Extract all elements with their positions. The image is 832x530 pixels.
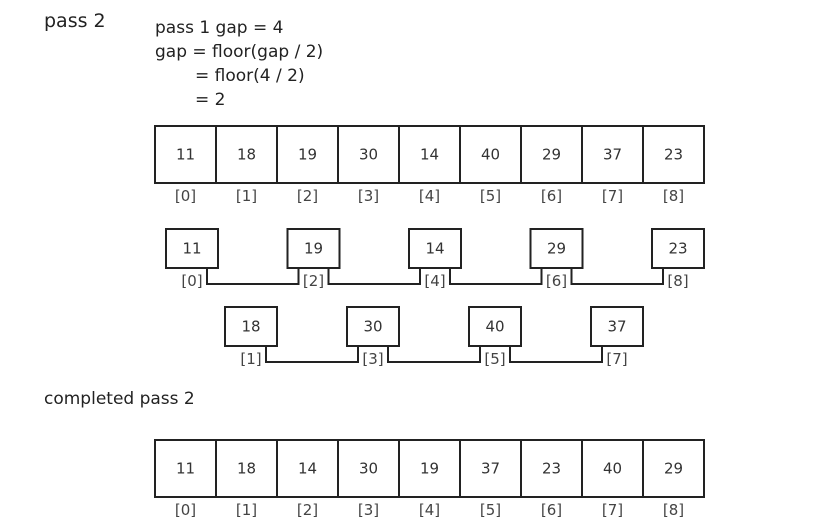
initial-array-index: [6] [541, 187, 562, 205]
initial-array-index: [8] [663, 187, 684, 205]
group-a-index: [0] [181, 272, 202, 290]
group-a-box [165, 228, 219, 269]
initial-array-cell [398, 125, 461, 184]
final-array-index: [8] [663, 501, 684, 519]
group-a-connector [570, 268, 664, 285]
calc-line-4: = 2 [195, 90, 226, 110]
final-array-index: [7] [602, 501, 623, 519]
group-a-connector [206, 268, 300, 285]
group-a-value: 19 [304, 240, 323, 258]
group-b-connector [509, 346, 603, 363]
group-a-box [529, 228, 584, 269]
group-a-value: 11 [182, 240, 201, 258]
initial-array-index: [1] [236, 187, 257, 205]
final-array-index: [1] [236, 501, 257, 519]
final-array-index: [5] [480, 501, 501, 519]
initial-array-cell [276, 125, 339, 184]
initial-array-value: 30 [359, 146, 378, 164]
group-b-index: [1] [240, 350, 261, 368]
final-array-cell [398, 439, 461, 498]
group-a-value: 23 [668, 240, 687, 258]
group-b-value: 40 [485, 318, 504, 336]
group-b-value: 30 [363, 318, 382, 336]
initial-array-index: [4] [419, 187, 440, 205]
group-b-box [346, 306, 400, 347]
initial-array-cell [337, 125, 400, 184]
group-b-box [590, 306, 644, 347]
group-b-index: [5] [484, 350, 505, 368]
group-a-box [408, 228, 462, 269]
final-array-cell [642, 439, 705, 498]
final-array-value: 30 [359, 460, 378, 478]
group-b-index: [7] [606, 350, 627, 368]
initial-array-cell [215, 125, 278, 184]
group-b-connector [265, 346, 359, 363]
initial-array-index: [2] [297, 187, 318, 205]
group-b-box [224, 306, 278, 347]
page-title: pass 2 [44, 10, 106, 32]
initial-array-cell [642, 125, 705, 184]
group-b-value: 18 [241, 318, 260, 336]
calc-line-3: = floor(4 / 2) [195, 66, 305, 86]
final-array-value: 23 [542, 460, 561, 478]
final-array-cell [337, 439, 400, 498]
final-array-index: [2] [297, 501, 318, 519]
initial-array-index: [7] [602, 187, 623, 205]
final-array-cell [154, 439, 217, 498]
initial-array-value: 19 [298, 146, 317, 164]
group-a-index: [4] [424, 272, 445, 290]
final-array-value: 19 [420, 460, 439, 478]
group-a-value: 29 [547, 240, 566, 258]
group-b-index: [3] [362, 350, 383, 368]
final-array-value: 29 [664, 460, 683, 478]
group-a-index: [2] [303, 272, 324, 290]
group-a-box [286, 228, 341, 269]
final-array-value: 37 [481, 460, 500, 478]
initial-array-value: 37 [603, 146, 622, 164]
final-array-index: [3] [358, 501, 379, 519]
initial-array-cell [520, 125, 583, 184]
group-b-value: 37 [607, 318, 626, 336]
final-array-value: 14 [298, 460, 317, 478]
completed-label: completed pass 2 [44, 389, 195, 409]
group-a-box [651, 228, 705, 269]
group-b-box [468, 306, 522, 347]
final-array-value: 18 [237, 460, 256, 478]
group-a-index: [8] [667, 272, 688, 290]
initial-array-index: [3] [358, 187, 379, 205]
final-array-index: [0] [175, 501, 196, 519]
initial-array-value: 29 [542, 146, 561, 164]
calc-line-2: gap = floor(gap / 2) [155, 42, 324, 62]
group-a-value: 14 [425, 240, 444, 258]
final-array-value: 11 [176, 460, 195, 478]
initial-array-value: 14 [420, 146, 439, 164]
initial-array-cell [459, 125, 522, 184]
group-a-index: [6] [546, 272, 567, 290]
group-b-connector [387, 346, 481, 363]
initial-array-value: 23 [664, 146, 683, 164]
initial-array-value: 40 [481, 146, 500, 164]
initial-array-index: [5] [480, 187, 501, 205]
initial-array-cell [581, 125, 644, 184]
calc-line-1: pass 1 gap = 4 [155, 18, 284, 38]
final-array-index: [4] [419, 501, 440, 519]
initial-array-cell [154, 125, 217, 184]
final-array-index: [6] [541, 501, 562, 519]
initial-array-value: 11 [176, 146, 195, 164]
final-array-value: 40 [603, 460, 622, 478]
group-a-connector [449, 268, 543, 285]
initial-array-index: [0] [175, 187, 196, 205]
group-a-connector [327, 268, 421, 285]
initial-array-value: 18 [237, 146, 256, 164]
